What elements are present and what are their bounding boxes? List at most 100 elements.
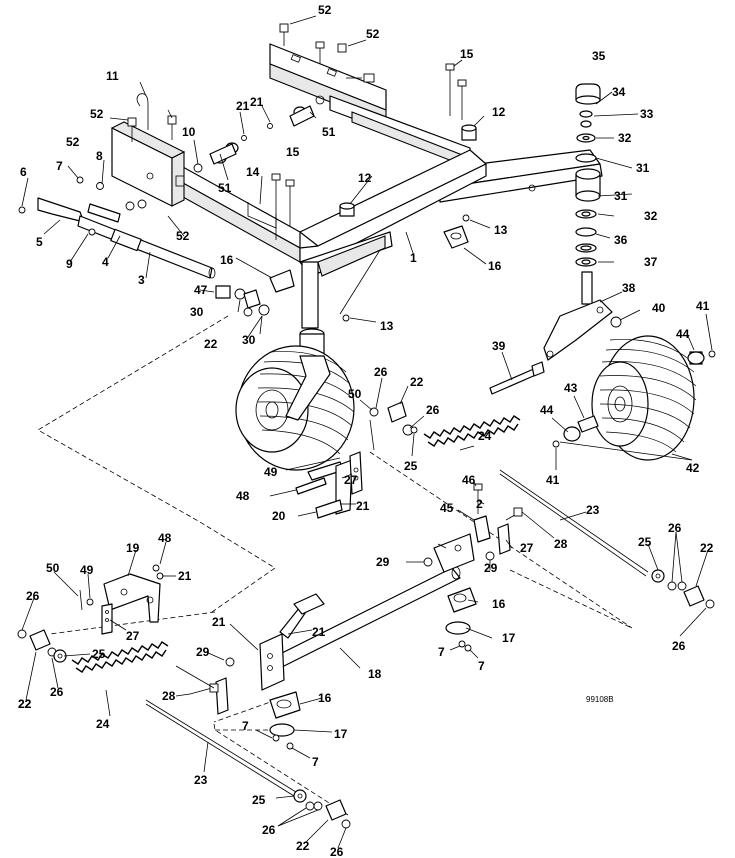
callout: 39: [492, 339, 506, 353]
callout: 44: [540, 403, 554, 417]
callout: 7: [478, 659, 485, 673]
callout: 34: [612, 85, 626, 99]
callout: 36: [614, 233, 628, 247]
callout: 21: [250, 95, 264, 109]
callout: 17: [334, 727, 348, 741]
callout: 21: [356, 499, 370, 513]
main-frame: [119, 43, 603, 362]
callout: 21: [312, 625, 326, 639]
callout: 16: [492, 597, 506, 611]
callout: 50: [46, 561, 60, 575]
callout: 26: [672, 639, 686, 653]
callout: 35: [592, 49, 606, 63]
callout: 25: [404, 459, 418, 473]
callout: 45: [440, 501, 454, 515]
callout: 26: [262, 823, 276, 837]
callout: 31: [614, 189, 628, 203]
callout: 38: [622, 281, 636, 295]
callout: 52: [90, 107, 104, 121]
callout: 22: [410, 375, 424, 389]
callout: 21: [236, 99, 250, 113]
callout: 28: [554, 537, 568, 551]
callout: 26: [374, 365, 388, 379]
middle-linkage: [295, 401, 649, 577]
callout: 41: [546, 473, 560, 487]
callout: 18: [368, 667, 382, 681]
callout: 22: [296, 839, 310, 853]
callout: 23: [194, 773, 208, 787]
callout: 7: [242, 719, 249, 733]
callout: 25: [92, 647, 106, 661]
callout: 49: [80, 563, 94, 577]
callout: 29: [196, 645, 210, 659]
callout: 24: [96, 717, 110, 731]
left-linkage-assembly: [37, 93, 315, 279]
pedal-shaft-assembly: [79, 483, 523, 750]
callout: 9: [66, 257, 73, 271]
callout: 26: [426, 403, 440, 417]
callout: 7: [312, 755, 319, 769]
callout: 29: [484, 561, 498, 575]
callout: 52: [366, 27, 380, 41]
callout: 4: [102, 255, 109, 269]
callout: 27: [126, 629, 140, 643]
callout: 16: [220, 253, 234, 267]
callout: 16: [488, 259, 502, 273]
callout: 11: [106, 69, 119, 83]
callout: 48: [236, 489, 250, 503]
callout: 15: [286, 145, 300, 159]
callout: 19: [126, 541, 140, 555]
callout: 33: [640, 107, 654, 121]
callout: 3: [138, 273, 145, 287]
right-rod-end: [651, 569, 715, 609]
callout: 27: [344, 473, 358, 487]
callout: 25: [638, 535, 652, 549]
callout: 7: [56, 159, 63, 173]
drawing-reference-number: 99108B: [586, 695, 614, 704]
callout: 52: [176, 229, 190, 243]
callout: 31: [636, 161, 650, 175]
callout: 22: [700, 541, 714, 555]
center-hardware: [215, 214, 470, 322]
callout: 13: [380, 319, 394, 333]
callout: 41: [696, 299, 710, 313]
callout: 12: [492, 105, 506, 119]
callout: 13: [494, 223, 508, 237]
callout: 50: [348, 387, 362, 401]
callout: 49: [264, 465, 278, 479]
callout: 32: [644, 209, 658, 223]
callout: 26: [50, 685, 64, 699]
callout: 30: [190, 305, 204, 319]
left-rod-assembly: [17, 629, 351, 829]
callout: 5: [36, 235, 43, 249]
hardware-bolts: [18, 23, 477, 240]
callout: 1: [410, 251, 417, 265]
callout: 44: [676, 327, 690, 341]
callout: 15: [460, 47, 474, 61]
callout: 25: [252, 793, 266, 807]
callout: 28: [162, 689, 176, 703]
callout: 22: [18, 697, 32, 711]
callout: 52: [318, 3, 332, 17]
callout: 26: [330, 845, 344, 858]
callout: 21: [178, 569, 192, 583]
callout: 23: [586, 503, 600, 517]
callout: 47: [194, 283, 208, 297]
callout: 21: [212, 615, 226, 629]
callout: 6: [20, 165, 27, 179]
callout: 22: [18, 697, 32, 711]
callout: 52: [66, 135, 80, 149]
callout: 30: [242, 333, 256, 347]
callout: 43: [564, 381, 578, 395]
callout: 51: [218, 181, 232, 195]
left-caster-wheel: [235, 345, 355, 471]
callout: 46: [462, 473, 476, 487]
callout: 14: [246, 165, 260, 179]
assembly-guide-lines: [37, 315, 633, 816]
callout: 32: [618, 131, 632, 145]
callout: 10: [182, 125, 196, 139]
callout: 26: [26, 589, 40, 603]
callout: 42: [686, 461, 700, 475]
callout: 17: [502, 631, 516, 645]
